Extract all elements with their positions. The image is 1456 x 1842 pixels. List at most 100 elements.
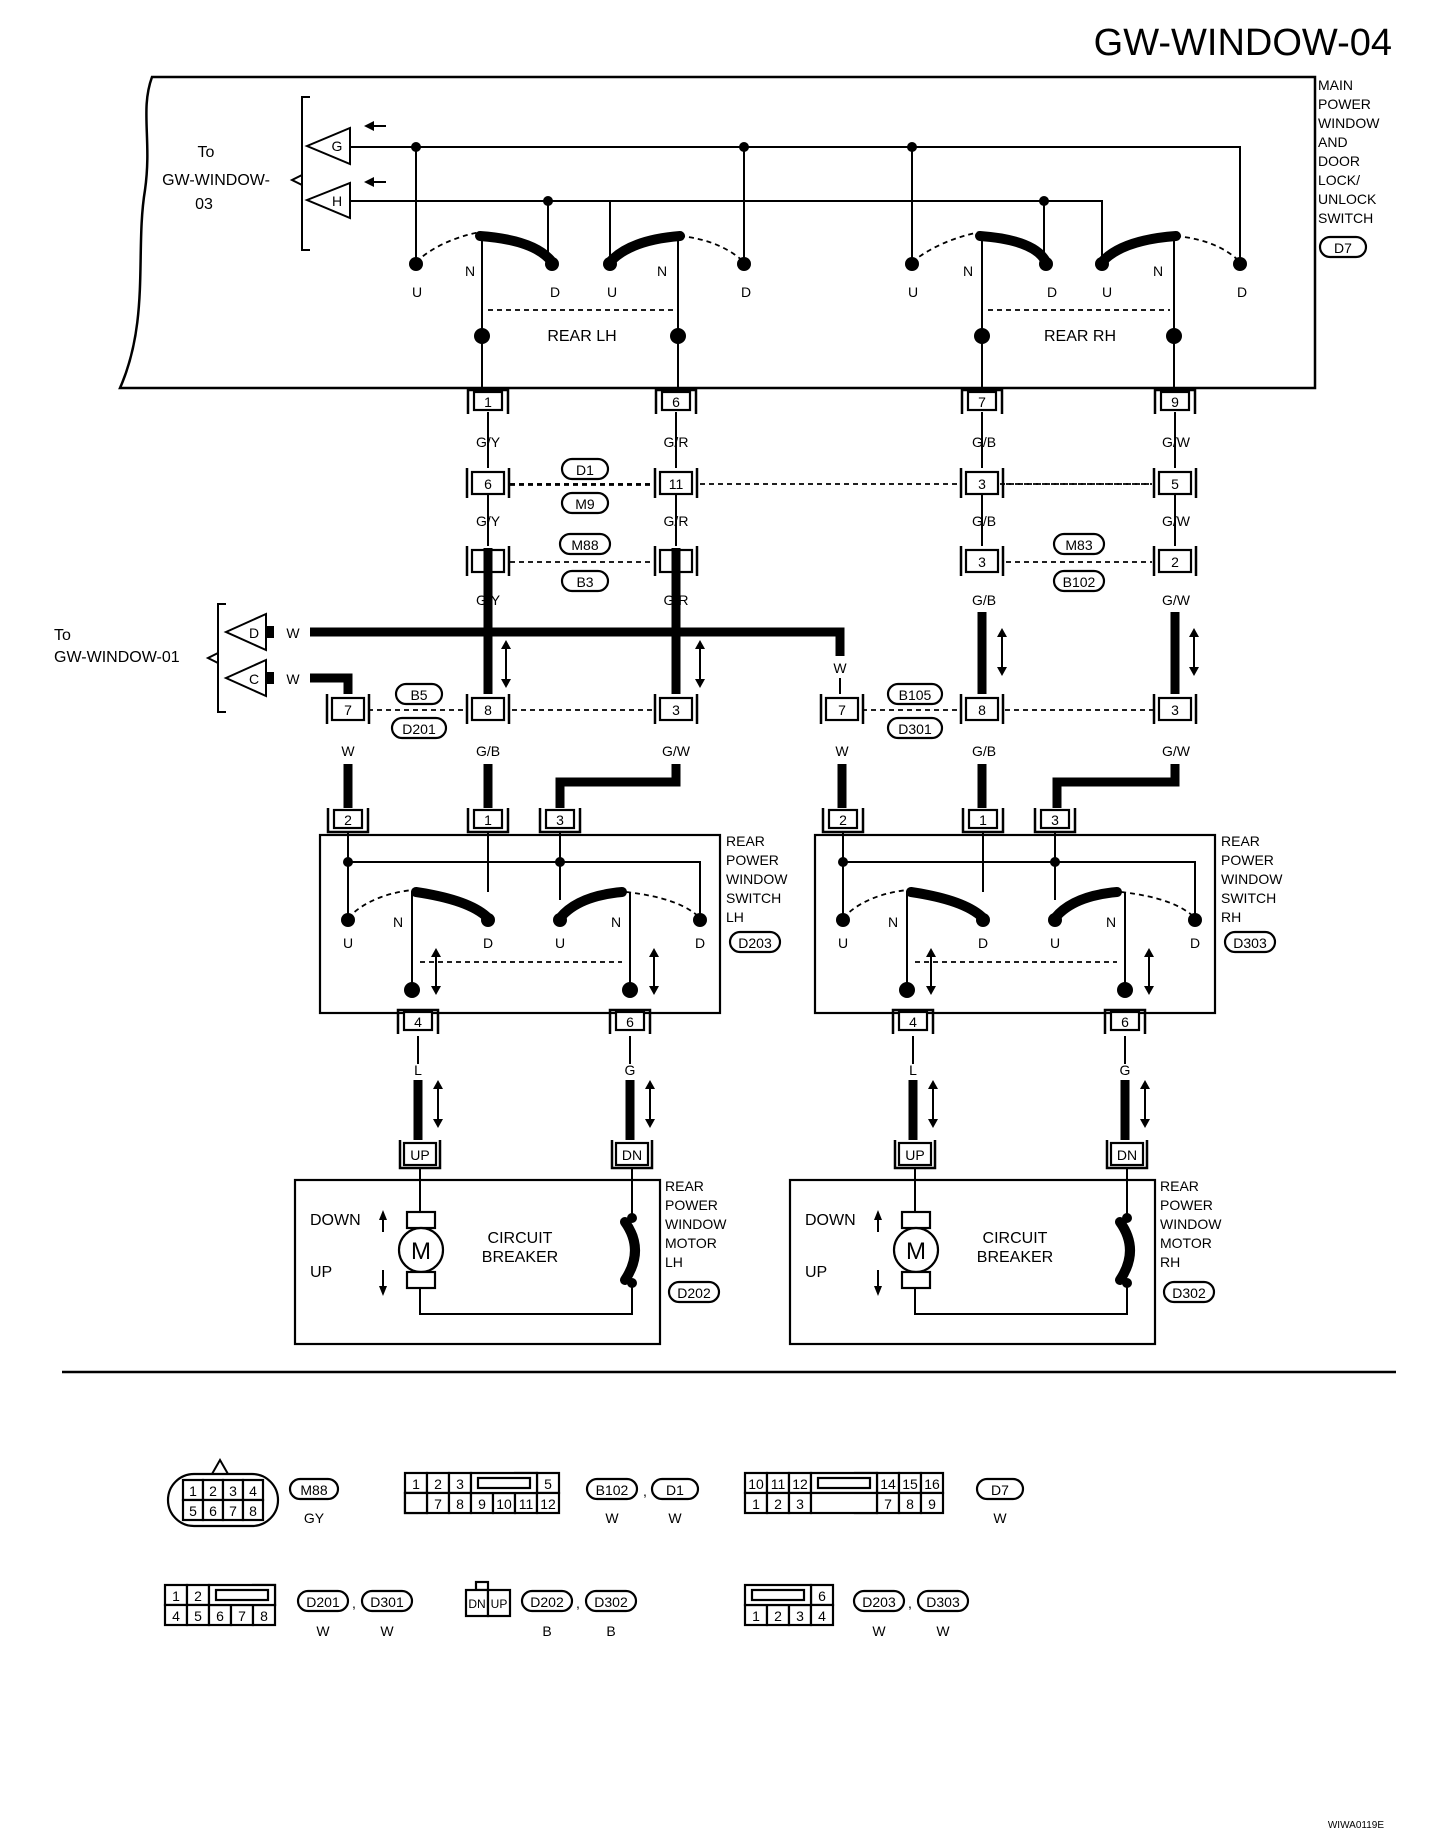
rear_switch_lh-label-2: WINDOW bbox=[726, 871, 788, 887]
bidirectional-arrow bbox=[649, 948, 659, 995]
rear_switch_rh-wire-l: L bbox=[909, 1062, 917, 1078]
svg-text:B: B bbox=[606, 1623, 615, 1639]
svg-text:N: N bbox=[465, 263, 475, 279]
svg-text:G/R: G/R bbox=[664, 434, 689, 450]
joint-row3-pin-8: 8 bbox=[959, 694, 1005, 724]
svg-text:03: 03 bbox=[195, 196, 213, 213]
motor_lh-label-2: WINDOW bbox=[665, 1216, 727, 1232]
svg-text:,: , bbox=[352, 1595, 356, 1611]
illustration-code: WIWA0119E bbox=[1328, 1820, 1384, 1831]
rear_switch_lh-connector-tag: D203 bbox=[728, 930, 782, 954]
current-flow-arrows bbox=[501, 628, 1199, 688]
svg-text:D303: D303 bbox=[926, 1594, 960, 1610]
svg-text:10: 10 bbox=[748, 1476, 764, 1492]
main-switch-rear-rh-up bbox=[905, 231, 1053, 344]
svg-text:3: 3 bbox=[796, 1608, 804, 1624]
svg-text:W: W bbox=[341, 743, 355, 759]
terminal-c: C W bbox=[223, 658, 300, 698]
terminal-g: G bbox=[304, 121, 386, 166]
rear_switch_lh-pin-6: 6 bbox=[608, 1008, 652, 1034]
joint-row1-pin-3-label: 3 bbox=[978, 476, 986, 492]
svg-text:G/R: G/R bbox=[664, 513, 689, 529]
rear_switch_rh-pin-1-label: 1 bbox=[979, 812, 987, 828]
rear_switch_lh-pin-6-label: 6 bbox=[626, 1014, 634, 1030]
svg-text:G/B: G/B bbox=[972, 743, 996, 759]
svg-text:G/B: G/B bbox=[972, 513, 996, 529]
rear_switch_rh-contact-d: D bbox=[1190, 935, 1200, 951]
svg-text:4: 4 bbox=[818, 1608, 826, 1624]
main-switch-pin-7: 7 bbox=[960, 388, 1004, 414]
terminal-h: H bbox=[304, 177, 386, 220]
svg-text:3: 3 bbox=[456, 1476, 464, 1492]
svg-text:B3: B3 bbox=[576, 574, 593, 590]
joint-row1-pin-5: 5 bbox=[1152, 468, 1198, 498]
svg-text:M88: M88 bbox=[571, 537, 598, 553]
svg-text:7: 7 bbox=[884, 1496, 892, 1512]
legend-tag-d302: D302 bbox=[584, 1589, 638, 1613]
page-title: GW-WINDOW-04 bbox=[1094, 22, 1392, 64]
wire-w-harness bbox=[310, 627, 845, 656]
svg-text:D201: D201 bbox=[306, 1594, 340, 1610]
svg-text:GY: GY bbox=[304, 1510, 325, 1526]
bidirectional-arrow bbox=[1189, 628, 1199, 676]
motor_lh-label-4: LH bbox=[665, 1254, 683, 1270]
legend-tag-b102: B102 bbox=[585, 1477, 639, 1501]
main-switch-pin-1: 1 bbox=[466, 388, 510, 414]
rear_switch_lh-pin-4: 4 bbox=[396, 1008, 440, 1034]
svg-text:6: 6 bbox=[209, 1503, 217, 1519]
svg-text:11: 11 bbox=[519, 1496, 534, 1512]
svg-text:6: 6 bbox=[216, 1608, 224, 1624]
svg-text:WINDOW: WINDOW bbox=[1318, 115, 1380, 131]
joint-row3-pin-7-label: 7 bbox=[838, 702, 846, 718]
svg-text:D: D bbox=[550, 284, 560, 300]
rear_switch_lh-pin-2: 2 bbox=[326, 808, 370, 834]
joint-row1-pin-11: 11 bbox=[653, 468, 699, 498]
joint-row3-pin-7: 7 bbox=[819, 694, 865, 724]
svg-text:D1: D1 bbox=[666, 1482, 684, 1498]
legend-tag-d202: D202 bbox=[520, 1589, 574, 1613]
svg-text:U: U bbox=[1102, 284, 1112, 300]
rear_switch_rh-connector-tag: D303 bbox=[1223, 930, 1277, 954]
main-switch-pin-1-label: 1 bbox=[484, 394, 492, 410]
svg-text:W: W bbox=[668, 1510, 682, 1526]
motor_rh-cb-2: BREAKER bbox=[977, 1249, 1053, 1266]
svg-text:W: W bbox=[993, 1510, 1007, 1526]
bidirectional-arrow bbox=[997, 628, 1007, 676]
svg-text:W: W bbox=[380, 1623, 394, 1639]
rear_switch_rh-pin-6: 6 bbox=[1103, 1008, 1147, 1034]
main-switch-contact-labels: U N D U N D U N D U N D bbox=[412, 263, 1247, 300]
rear_switch_rh-wire-g: G bbox=[1120, 1062, 1131, 1078]
svg-text:G/W: G/W bbox=[1162, 513, 1191, 529]
svg-text:9: 9 bbox=[928, 1496, 936, 1512]
rear_switch_lh-contact-u: U bbox=[555, 935, 565, 951]
svg-text:G/B: G/B bbox=[476, 743, 500, 759]
legend-tag-d301: D301 bbox=[360, 1589, 414, 1613]
motor_rh-label-4: RH bbox=[1160, 1254, 1180, 1270]
svg-text:D203: D203 bbox=[738, 935, 772, 951]
joint-row3-pin-3: 3 bbox=[1152, 694, 1198, 724]
rear_switch_lh-label-4: LH bbox=[726, 909, 744, 925]
svg-text:12: 12 bbox=[792, 1476, 808, 1492]
rear_switch_lh-wire-g: G bbox=[625, 1062, 636, 1078]
connector-tag-m88: M88 bbox=[558, 532, 612, 556]
svg-text:D1: D1 bbox=[576, 462, 594, 478]
legend-tag-d203: D203 bbox=[852, 1589, 906, 1613]
svg-text:15: 15 bbox=[902, 1476, 918, 1492]
svg-text:UP: UP bbox=[491, 1597, 508, 1611]
svg-text:1: 1 bbox=[189, 1483, 197, 1499]
svg-text:POWER: POWER bbox=[1318, 96, 1371, 112]
svg-text:D301: D301 bbox=[370, 1594, 404, 1610]
rear_switch_rh-contact-d: D bbox=[978, 935, 988, 951]
rear_switch_lh-label-3: SWITCH bbox=[726, 890, 781, 906]
joint-row3-pin-8-label: 8 bbox=[978, 702, 986, 718]
svg-text:G/Y: G/Y bbox=[476, 434, 501, 450]
wire-labels-row3: W G/B G/W W G/B G/W bbox=[341, 743, 1190, 759]
rear_switch_rh-contact-u: U bbox=[838, 935, 848, 951]
motor_rh-label-3: MOTOR bbox=[1160, 1235, 1212, 1251]
main-switch-pin-7-label: 7 bbox=[978, 394, 986, 410]
